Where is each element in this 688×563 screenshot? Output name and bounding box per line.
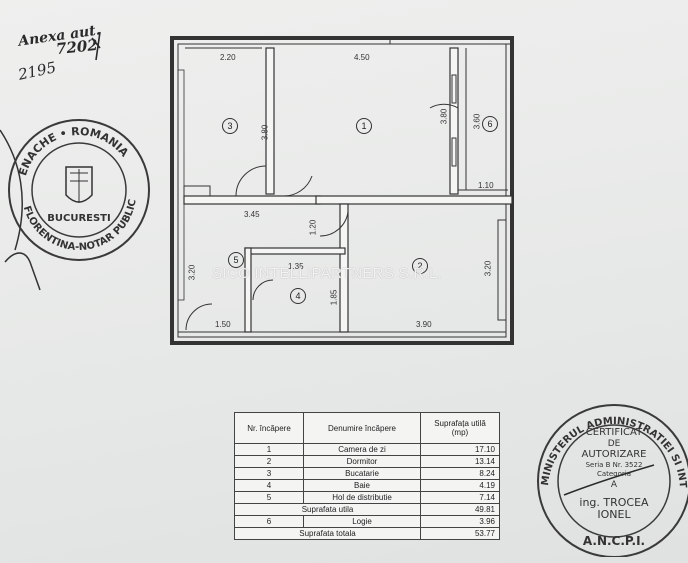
- row-area: 13.14: [420, 455, 500, 468]
- dim-label: 3.20: [483, 260, 493, 277]
- svg-text:AUTORIZARE: AUTORIZARE: [582, 449, 647, 460]
- table-row: 6 Logie 3.96: [234, 515, 500, 528]
- useful-area-label: Suprafata utila: [234, 503, 421, 516]
- row-area: 4.19: [420, 479, 500, 492]
- room-area-table: Nr. încăpere Denumire încăpere Suprafața…: [234, 412, 500, 540]
- room-number-6: 6: [482, 116, 498, 132]
- total-area-label: Suprafata totala: [234, 527, 421, 540]
- row-area: 7.14: [420, 491, 500, 504]
- row-area: 17.10: [420, 443, 500, 456]
- room-number-4: 4: [290, 288, 306, 304]
- svg-text:BUCURESTI: BUCURESTI: [47, 213, 110, 224]
- row-name: Hol de distributie: [303, 491, 421, 504]
- header-name: Denumire încăpere: [303, 412, 421, 444]
- table-row: 2 Dormitor 13.14: [234, 455, 500, 468]
- svg-text:A: A: [611, 480, 618, 490]
- row-name: Baie: [303, 479, 421, 492]
- dim-label: 1.20: [308, 219, 318, 236]
- row-nr: 3: [234, 467, 304, 480]
- ancpi-stamp: MINISTERUL ADMINISTRATIEI SI INTERNELOR …: [530, 395, 688, 557]
- svg-text:DE: DE: [608, 439, 621, 449]
- company-watermark: SICO INTELLIPARTNERS S.R.L.: [212, 265, 443, 282]
- dim-label: 1.35: [288, 262, 304, 271]
- room-number-2: 2: [412, 258, 428, 274]
- svg-text:IONEL: IONEL: [597, 508, 631, 521]
- row-area: 8.24: [420, 467, 500, 480]
- useful-area-value: 49.81: [420, 503, 500, 516]
- row-nr: 2: [234, 455, 304, 468]
- svg-text:ing. TROCEA: ing. TROCEA: [579, 496, 649, 509]
- dim-label: 1.10: [478, 181, 494, 190]
- svg-text:CERTIFICAT: CERTIFICAT: [586, 427, 643, 438]
- svg-text:Categoria: Categoria: [597, 470, 631, 478]
- table-row: 1 Camera de zi 17.10: [234, 443, 500, 456]
- table-header: Nr. încăpere Denumire încăpere Suprafața…: [234, 412, 500, 444]
- table-row: 5 Hol de distributie 7.14: [234, 491, 500, 504]
- row-nr: 4: [234, 479, 304, 492]
- useful-area-row: Suprafata utila 49.81: [234, 503, 500, 516]
- total-area-row: Suprafata totala 53.77: [234, 527, 500, 540]
- dim-label: 3.80: [260, 124, 270, 141]
- svg-text:A.N.C.P.I.: A.N.C.P.I.: [583, 534, 645, 548]
- header-nr: Nr. încăpere: [234, 412, 304, 444]
- room-number-1: 1: [356, 118, 372, 134]
- row-name: Logie: [303, 515, 421, 528]
- dim-label: 2.20: [220, 53, 236, 62]
- total-area-value: 53.77: [420, 527, 500, 540]
- dim-label: 3.90: [416, 320, 432, 329]
- table-row: 3 Bucatarie 8.24: [234, 467, 500, 480]
- row-name: Dormitor: [303, 455, 421, 468]
- dim-label: 3.80: [439, 108, 449, 125]
- row-name: Bucatarie: [303, 467, 421, 480]
- svg-text:Seria B Nr. 3522: Seria B Nr. 3522: [586, 461, 643, 469]
- header-area: Suprafața utilă (mp): [420, 412, 500, 444]
- dim-label: 1.85: [329, 289, 339, 306]
- dim-label: 4.50: [354, 53, 370, 62]
- dim-label: 3.60: [472, 113, 482, 130]
- row-name: Camera de zi: [303, 443, 421, 456]
- room-number-5: 5: [228, 252, 244, 268]
- row-nr: 1: [234, 443, 304, 456]
- table-row: 4 Baie 4.19: [234, 479, 500, 492]
- row-area: 3.96: [420, 515, 500, 528]
- notary-stamp: ENACHE • ROMANIA FLORENTINA-NOTAR PUBLIC…: [8, 119, 150, 261]
- row-nr: 5: [234, 491, 304, 504]
- row-nr: 6: [234, 515, 304, 528]
- dim-label: 3.20: [187, 264, 197, 281]
- dim-label: 3.45: [244, 210, 260, 219]
- room-number-3: 3: [222, 118, 238, 134]
- dim-label: 1.50: [215, 320, 231, 329]
